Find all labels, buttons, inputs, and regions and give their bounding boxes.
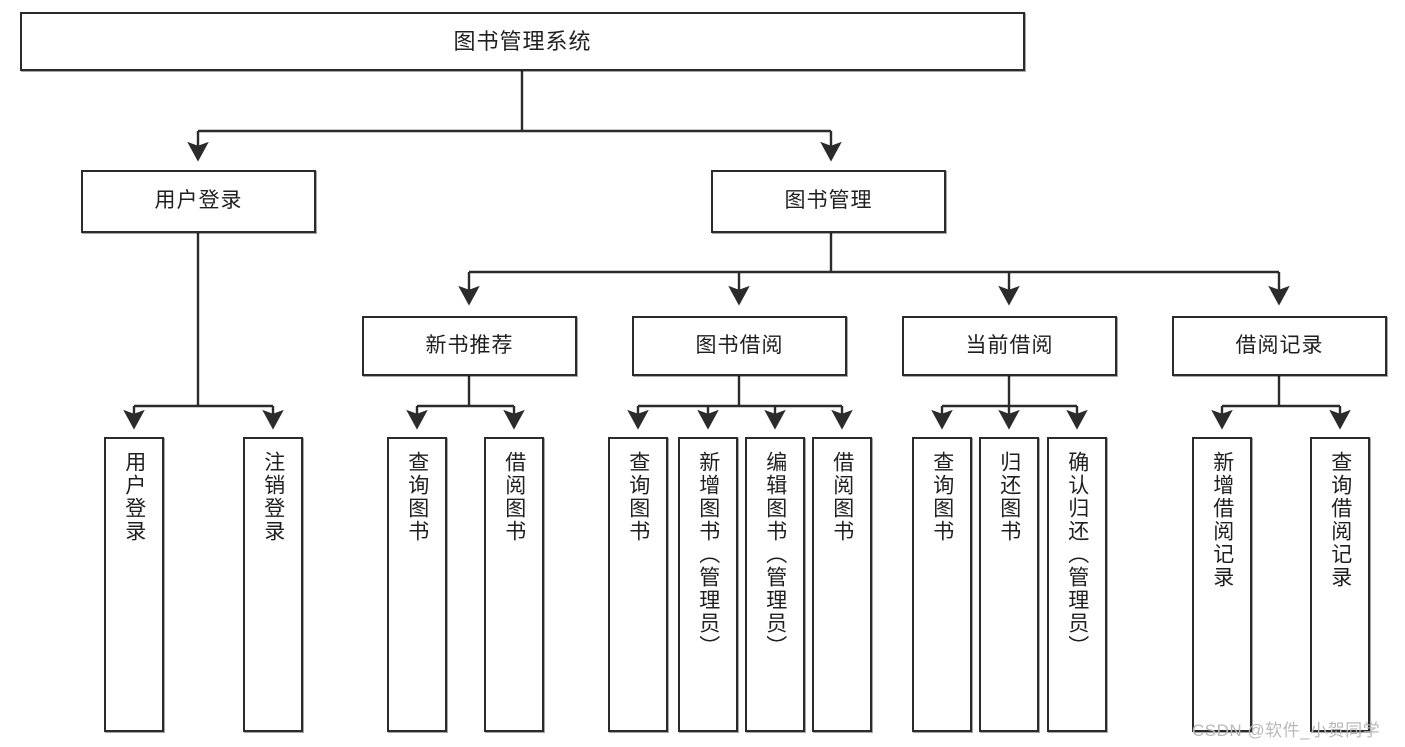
leaf-query-book-2[interactable]: 查询图书 (608, 437, 668, 732)
leaf-add-book-admin[interactable]: 新增图书（管理员） (678, 437, 738, 732)
node-label: 查询借阅记录 (1328, 451, 1352, 589)
node-current-borrow[interactable]: 当前借阅 (902, 316, 1117, 376)
node-book-manage[interactable]: 图书管理 (711, 170, 946, 233)
node-book-borrow[interactable]: 图书借阅 (632, 316, 847, 376)
node-label: 确认归还（管理员） (1065, 451, 1089, 658)
node-label: 查询图书 (930, 451, 954, 543)
leaf-add-borrow-record[interactable]: 新增借阅记录 (1192, 437, 1252, 732)
leaf-user-login[interactable]: 用户登录 (104, 437, 164, 732)
node-new-book-recommend[interactable]: 新书推荐 (362, 316, 577, 376)
node-label: 图书管理 (784, 189, 873, 213)
leaf-query-borrow-record[interactable]: 查询借阅记录 (1310, 437, 1370, 732)
node-root-system[interactable]: 图书管理系统 (20, 12, 1025, 71)
node-label: 查询图书 (626, 451, 650, 543)
node-label: 编辑图书（管理员） (763, 451, 787, 658)
node-label: 新增借阅记录 (1210, 451, 1234, 589)
leaf-borrow-book-1[interactable]: 借阅图书 (484, 437, 544, 732)
node-label: 注销登录 (261, 451, 285, 543)
node-label: 借阅记录 (1235, 333, 1324, 357)
watermark: CSDN @软件_小贺同学 (1192, 721, 1381, 740)
leaf-logout-login[interactable]: 注销登录 (243, 437, 303, 732)
node-label: 图书借阅 (695, 333, 784, 357)
leaf-borrow-book-2[interactable]: 借阅图书 (812, 437, 872, 732)
node-label: 借阅图书 (830, 451, 854, 543)
node-label: 归还图书 (997, 451, 1021, 543)
node-label: 新增图书（管理员） (696, 451, 720, 658)
node-label: 当前借阅 (965, 333, 1054, 357)
leaf-query-book-1[interactable]: 查询图书 (387, 437, 447, 732)
node-label: 用户登录 (122, 451, 146, 543)
node-label: 查询图书 (405, 451, 429, 543)
node-label: 用户登录 (154, 189, 243, 213)
node-label: 图书管理系统 (453, 28, 592, 54)
leaf-query-book-3[interactable]: 查询图书 (912, 437, 972, 732)
leaf-confirm-return-admin[interactable]: 确认归还（管理员） (1047, 437, 1107, 732)
node-label: 借阅图书 (502, 451, 526, 543)
node-borrow-record[interactable]: 借阅记录 (1172, 316, 1387, 376)
leaf-edit-book-admin[interactable]: 编辑图书（管理员） (745, 437, 805, 732)
node-label: 新书推荐 (425, 333, 514, 357)
node-user-login[interactable]: 用户登录 (81, 170, 316, 233)
leaf-return-book[interactable]: 归还图书 (979, 437, 1039, 732)
